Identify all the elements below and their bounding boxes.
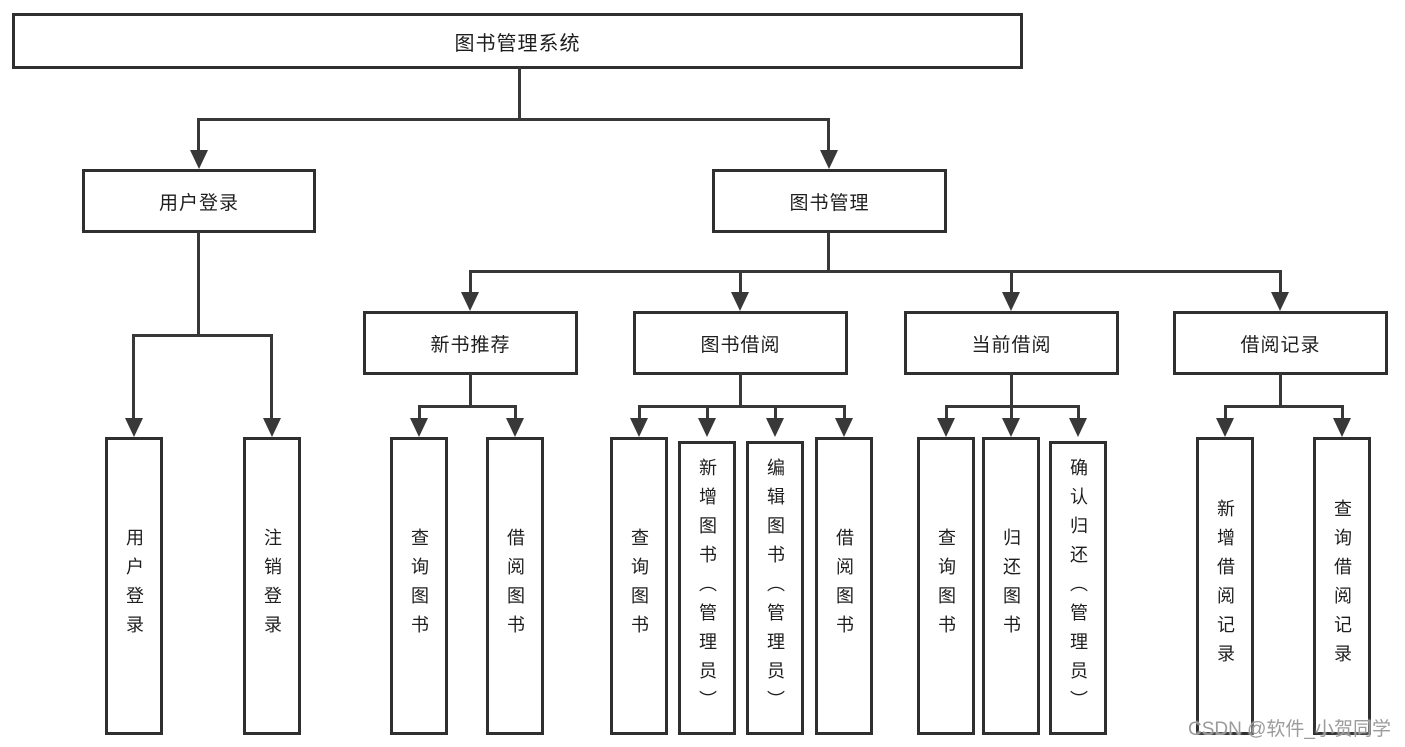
leaf-current-return-books-label: 归还图书 [1001, 528, 1021, 644]
node-new-book-recommend-label: 新书推荐 [430, 334, 511, 356]
node-current-borrowing-label: 当前借阅 [971, 334, 1052, 356]
leaf-borrowing-add-books-admin-label: 新增图书（管理员） [697, 457, 717, 719]
leaf-borrowing-edit-books-admin: 编辑图书（管理员） [746, 441, 804, 735]
arrowhead-down-icon [506, 418, 524, 437]
arrowhead-down-icon [1002, 418, 1020, 437]
leaf-borrowing-query-books: 查询图书 [610, 437, 668, 735]
watermark: CSDN @软件_小贺同学 [1188, 719, 1391, 740]
leaf-user-login-label: 用户登录 [124, 528, 144, 644]
node-book-management-label: 图书管理 [789, 192, 870, 214]
leaf-current-return-books: 归还图书 [982, 437, 1040, 735]
connector-records-leaf1-stem [1224, 405, 1227, 420]
connector-root-hline [198, 118, 830, 121]
arrowhead-down-icon [1333, 418, 1351, 437]
connector-recommend-leaf1-stem [418, 405, 421, 420]
arrowhead-down-icon [1002, 292, 1020, 311]
arrowhead-down-icon [263, 418, 281, 437]
leaf-records-add-record: 新增借阅记录 [1196, 437, 1254, 735]
leaf-logout: 注销登录 [243, 437, 301, 735]
connector-to-book-management-stem [827, 118, 830, 152]
connector-management-hline [469, 270, 1282, 273]
connector-management-stem [827, 232, 830, 272]
leaf-user-login: 用户登录 [105, 437, 163, 735]
node-user-login-label: 用户登录 [158, 192, 239, 214]
leaf-borrowing-borrow-books: 借阅图书 [815, 437, 873, 735]
leaf-current-query-books-label: 查询图书 [936, 528, 956, 644]
connector-to-borrowing-stem [739, 270, 742, 294]
leaf-recommend-query-books: 查询图书 [390, 437, 448, 735]
connector-to-current-stem [1010, 270, 1013, 294]
arrowhead-down-icon [461, 292, 479, 311]
node-book-borrowing-label: 图书借阅 [700, 334, 781, 356]
leaf-logout-label: 注销登录 [262, 528, 282, 644]
node-borrowing-records-label: 借阅记录 [1240, 334, 1321, 356]
leaf-recommend-query-books-label: 查询图书 [409, 528, 429, 644]
leaf-borrowing-edit-books-admin-label: 编辑图书（管理员） [765, 457, 785, 719]
connector-records-stem [1279, 373, 1282, 407]
connector-to-user-login-stem [197, 118, 200, 152]
connector-borrowing-leaf3-stem [774, 405, 777, 420]
leaf-current-query-books: 查询图书 [917, 437, 975, 735]
connector-current-leaf3-stem [1077, 405, 1080, 420]
leaf-records-query-record-label: 查询借阅记录 [1332, 499, 1352, 673]
connector-recommend-leaf2-stem [514, 405, 517, 420]
node-user-login: 用户登录 [82, 169, 316, 233]
node-system-root: 图书管理系统 [12, 13, 1023, 69]
leaf-recommend-borrow-books: 借阅图书 [486, 437, 544, 735]
arrowhead-down-icon [1216, 418, 1234, 437]
connector-to-records-stem [1279, 270, 1282, 294]
connector-current-leaf1-stem [945, 405, 948, 420]
node-book-borrowing: 图书借阅 [633, 311, 848, 375]
leaf-borrowing-query-books-label: 查询图书 [629, 528, 649, 644]
connector-recommend-stem [469, 373, 472, 407]
connector-to-recommend-stem [469, 270, 472, 294]
arrowhead-down-icon [1069, 418, 1087, 437]
connector-current-stem [1010, 373, 1013, 407]
leaf-borrowing-borrow-books-label: 借阅图书 [834, 528, 854, 644]
leaf-current-confirm-return-admin-label: 确认归还（管理员） [1068, 457, 1088, 719]
arrowhead-down-icon [125, 418, 143, 437]
leaf-borrowing-add-books-admin: 新增图书（管理员） [678, 441, 736, 735]
node-system-root-label: 图书管理系统 [454, 32, 581, 55]
connector-borrowing-leaf1-stem [638, 405, 641, 420]
connector-recommend-hline [418, 405, 517, 408]
arrowhead-down-icon [698, 418, 716, 437]
connector-borrowing-stem [739, 373, 742, 407]
connector-login-leaf1-stem [132, 334, 135, 419]
connector-records-leaf2-stem [1341, 405, 1344, 420]
arrowhead-down-icon [835, 418, 853, 437]
leaf-records-query-record: 查询借阅记录 [1313, 437, 1371, 735]
leaf-current-confirm-return-admin: 确认归还（管理员） [1049, 441, 1107, 735]
connector-login-stem [197, 232, 200, 336]
arrowhead-down-icon [190, 150, 208, 169]
leaf-records-add-record-label: 新增借阅记录 [1215, 499, 1235, 673]
arrowhead-down-icon [731, 292, 749, 311]
node-current-borrowing: 当前借阅 [904, 311, 1119, 375]
arrowhead-down-icon [820, 150, 838, 169]
connector-borrowing-hline [638, 405, 846, 408]
arrowhead-down-icon [937, 418, 955, 437]
arrowhead-down-icon [766, 418, 784, 437]
connector-login-hline [133, 334, 273, 337]
node-new-book-recommend: 新书推荐 [363, 311, 578, 375]
connector-borrowing-leaf4-stem [843, 405, 846, 420]
connector-root-stem [518, 66, 521, 120]
arrowhead-down-icon [630, 418, 648, 437]
connector-borrowing-leaf2-stem [706, 405, 709, 420]
leaf-recommend-borrow-books-label: 借阅图书 [505, 528, 525, 644]
connector-current-leaf2-stem [1010, 405, 1013, 420]
node-book-management: 图书管理 [712, 169, 947, 233]
node-borrowing-records: 借阅记录 [1173, 311, 1388, 375]
connector-login-leaf2-stem [270, 334, 273, 419]
arrowhead-down-icon [410, 418, 428, 437]
arrowhead-down-icon [1271, 292, 1289, 311]
connector-records-hline [1224, 405, 1344, 408]
